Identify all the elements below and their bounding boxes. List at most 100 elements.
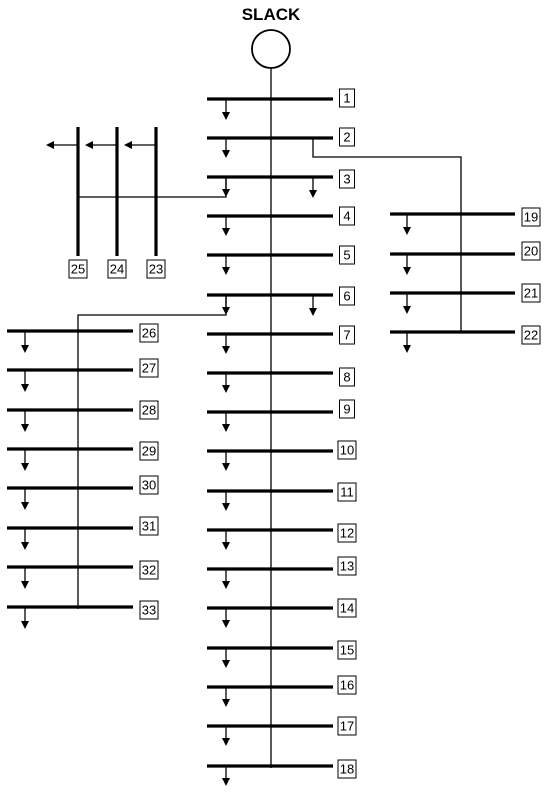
bus-number: 7 bbox=[343, 328, 350, 343]
bus-label-box bbox=[139, 560, 159, 580]
bus-number: 31 bbox=[142, 519, 156, 534]
bus-label-23: 23 bbox=[146, 259, 166, 279]
bus-label-box bbox=[339, 367, 355, 387]
bus-label-10: 10 bbox=[337, 440, 357, 460]
bus-label-6: 6 bbox=[339, 286, 355, 306]
bus-label-1: 1 bbox=[339, 88, 355, 108]
bus-number: 13 bbox=[340, 559, 354, 574]
bus-label-box bbox=[337, 759, 357, 779]
bus-label-box bbox=[337, 675, 357, 695]
bus-number: 32 bbox=[142, 563, 156, 578]
bus-label-box bbox=[107, 259, 127, 279]
bus-number: 29 bbox=[142, 444, 156, 459]
bus-label-30: 30 bbox=[139, 475, 159, 495]
bus-label-20: 20 bbox=[521, 241, 541, 261]
bus-number: 10 bbox=[340, 443, 354, 458]
slack-label: SLACK bbox=[242, 5, 301, 24]
bus-label-7: 7 bbox=[339, 325, 355, 345]
bus-number: 20 bbox=[524, 244, 538, 259]
bus-number: 26 bbox=[142, 326, 156, 341]
bus-number: 1 bbox=[343, 91, 350, 106]
bus-label-4: 4 bbox=[339, 206, 355, 226]
bus-number: 14 bbox=[340, 601, 354, 616]
bus-layer bbox=[7, 97, 515, 768]
bus-label-22: 22 bbox=[521, 325, 541, 345]
bus-label-box bbox=[337, 440, 357, 460]
bus-label-21: 21 bbox=[521, 283, 541, 303]
bus-label-box bbox=[139, 600, 159, 620]
bus-label-28: 28 bbox=[139, 400, 159, 420]
bus-number: 17 bbox=[340, 719, 354, 734]
bus-label-31: 31 bbox=[139, 516, 159, 536]
bus-label-box bbox=[146, 259, 166, 279]
bus-label-box bbox=[339, 127, 355, 147]
bus-label-box bbox=[139, 516, 159, 536]
bus-number: 16 bbox=[340, 678, 354, 693]
bus-number: 18 bbox=[340, 762, 354, 777]
branch-line-bus3-to-23 bbox=[78, 177, 227, 198]
bus-label-box bbox=[337, 640, 357, 660]
bus-label-5: 5 bbox=[339, 245, 355, 265]
bus-label-box bbox=[339, 286, 355, 306]
bus-label-2: 2 bbox=[339, 127, 355, 147]
bus-number: 21 bbox=[524, 286, 538, 301]
bus-label-box bbox=[339, 169, 355, 189]
bus-label-16: 16 bbox=[337, 675, 357, 695]
bus-label-box bbox=[337, 482, 357, 502]
bus-label-box bbox=[339, 88, 355, 108]
bus-label-3: 3 bbox=[339, 169, 355, 189]
bus-number: 27 bbox=[142, 361, 156, 376]
bus-label-8: 8 bbox=[339, 367, 355, 387]
bus-label-26: 26 bbox=[139, 323, 159, 343]
bus-number: 23 bbox=[149, 262, 163, 277]
bus-label-box bbox=[139, 400, 159, 420]
bus-number: 15 bbox=[340, 643, 354, 658]
bus-number: 5 bbox=[343, 248, 350, 263]
bus-label-box bbox=[139, 441, 159, 461]
bus-label-15: 15 bbox=[337, 640, 357, 660]
bus-number: 4 bbox=[343, 209, 350, 224]
bus-number: 24 bbox=[110, 262, 124, 277]
bus-label-box bbox=[337, 716, 357, 736]
bus-label-box bbox=[337, 523, 357, 543]
bus-label-13: 13 bbox=[337, 556, 357, 576]
bus-number: 19 bbox=[524, 210, 538, 225]
load-layer bbox=[21, 99, 411, 786]
label-layer: 1234567891011121314151617181920212226272… bbox=[68, 88, 541, 779]
bus-number: 22 bbox=[524, 328, 538, 343]
bus-number: 25 bbox=[71, 262, 85, 277]
bus-label-box bbox=[521, 325, 541, 345]
bus-label-9: 9 bbox=[339, 399, 355, 419]
bus-number: 8 bbox=[343, 370, 350, 385]
bus-label-12: 12 bbox=[337, 523, 357, 543]
bus-number: 30 bbox=[142, 478, 156, 493]
bus-number: 33 bbox=[142, 603, 156, 618]
bus-number: 2 bbox=[343, 130, 350, 145]
bus-number: 9 bbox=[343, 402, 350, 417]
branch-line-bus2-to-19 bbox=[312, 138, 462, 332]
bus-label-33: 33 bbox=[139, 600, 159, 620]
bus-label-29: 29 bbox=[139, 441, 159, 461]
bus-label-box bbox=[139, 323, 159, 343]
bus-label-box bbox=[339, 325, 355, 345]
bus-label-24: 24 bbox=[107, 259, 127, 279]
bus-label-25: 25 bbox=[68, 259, 88, 279]
bus-label-box bbox=[521, 241, 541, 261]
bus-label-27: 27 bbox=[139, 358, 159, 378]
bus-number: 6 bbox=[343, 289, 350, 304]
bus-label-box bbox=[68, 259, 88, 279]
bus-number: 3 bbox=[343, 172, 350, 187]
bus-number: 28 bbox=[142, 403, 156, 418]
bus-label-box bbox=[521, 207, 541, 227]
bus-label-17: 17 bbox=[337, 716, 357, 736]
bus-number: 11 bbox=[340, 485, 354, 500]
bus-label-box bbox=[337, 598, 357, 618]
bus-label-box bbox=[339, 399, 355, 419]
bus-label-14: 14 bbox=[337, 598, 357, 618]
bus-label-19: 19 bbox=[521, 207, 541, 227]
bus-label-box bbox=[521, 283, 541, 303]
bus-label-box bbox=[339, 245, 355, 265]
bus-label-box bbox=[139, 475, 159, 495]
bus-label-box bbox=[139, 358, 159, 378]
